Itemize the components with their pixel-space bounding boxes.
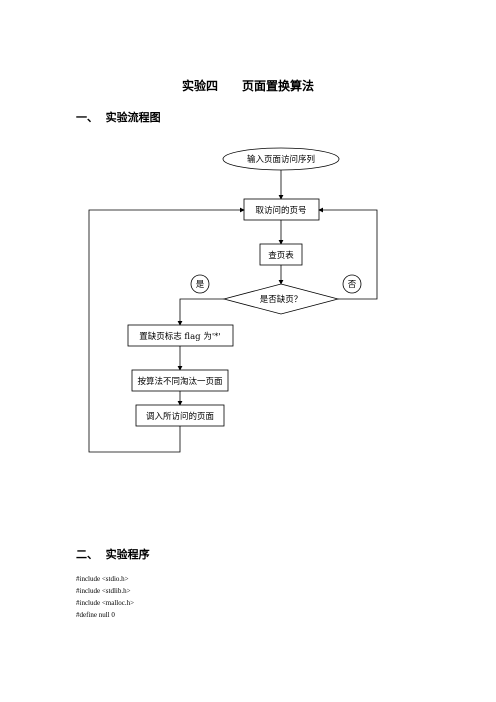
page-title: 实验四 页面置换算法	[181, 79, 314, 93]
arrow-no-loop	[318, 207, 378, 300]
no-marker	[342, 274, 362, 294]
yes-label: 是	[196, 280, 205, 290]
evict-label: 按算法不同淘汰一页面	[137, 376, 223, 387]
code-line: #include <malloc.h>	[76, 599, 135, 607]
yes-marker	[190, 274, 210, 294]
no-label: 否	[348, 280, 357, 290]
start-label: 输入页面访问序列	[247, 154, 315, 165]
lookup-label: 查页表	[268, 250, 294, 261]
set-flag-label: 置缺页标志 flag 为'*'	[139, 331, 221, 342]
section-number: 一、	[76, 111, 98, 124]
code-line: #include <stdio.h>	[76, 575, 129, 583]
section-number: 二、	[76, 548, 98, 561]
load-label: 调入所访问的页面	[146, 411, 215, 422]
section-label: 实验流程图	[105, 111, 161, 124]
arrow-yes-to-flag	[177, 298, 224, 326]
section-heading-flowchart: 一、 实验流程图	[76, 109, 161, 125]
section-label: 实验程序	[105, 548, 150, 561]
section-heading-program: 二、 实验程序	[76, 546, 150, 562]
code-line: #define null 0	[76, 611, 115, 619]
code-block: #include <stdio.h> #include <stdlib.h> #…	[76, 573, 134, 621]
set-flag-box	[127, 324, 234, 347]
code-line: #include <stdlib.h>	[76, 587, 131, 595]
arrow-load-loop	[88, 207, 245, 453]
get-page-label: 取访问的页号	[255, 205, 306, 216]
decision-diamond	[222, 283, 340, 315]
decision-label: 是否缺页？	[260, 294, 303, 305]
